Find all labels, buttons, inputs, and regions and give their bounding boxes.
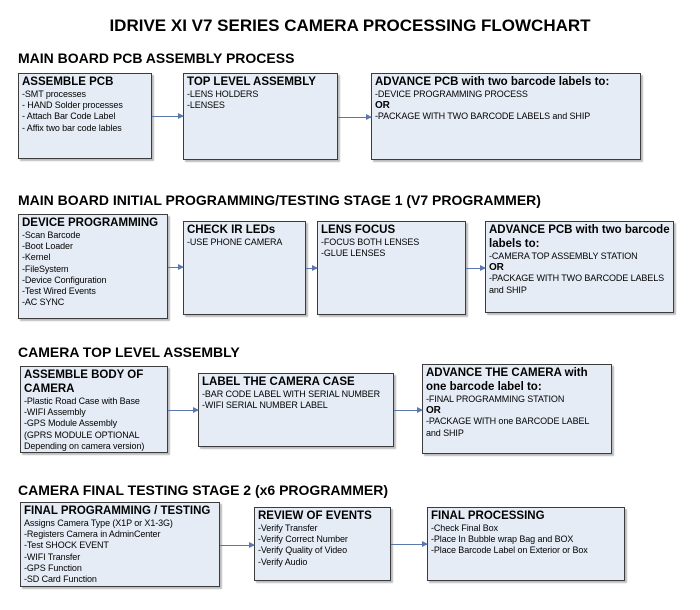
process-step: -Place Barcode Label on Exterior or Box (431, 545, 588, 556)
process-box-title: ADVANCE PCB with two barcode labels to: (489, 224, 670, 250)
process-step: and SHIP (426, 427, 464, 438)
process-step: - Attach Bar Code Label (22, 111, 116, 122)
process-step: -Place In Bubble wrap Bag and BOX (431, 534, 574, 545)
process-step: -GLUE LENSES (321, 248, 386, 259)
process-step: -FINAL PROGRAMMING STATION (426, 394, 565, 404)
process-step: -AC SYNC (22, 297, 65, 308)
process-step: - HAND Solder processes (22, 100, 123, 111)
flowchart-title: IDRIVE XI V7 SERIES CAMERA PROCESSING FL… (109, 16, 591, 35)
connector-arrow (306, 265, 318, 271)
process-box-title: FINAL PROGRAMMING / TESTING (24, 505, 211, 517)
process-step: (GPRS MODULE OPTIONAL (24, 429, 140, 440)
section-heading: CAMERA FINAL TESTING STAGE 2 (x6 PROGRAM… (18, 482, 388, 498)
process-box-title: LABEL THE CAMERA CASE (202, 376, 355, 388)
process-box-title: REVIEW OF EVENTS (258, 510, 372, 522)
process-step: and SHIP (489, 284, 527, 295)
section-heading: MAIN BOARD INITIAL PROGRAMMING/TESTING S… (18, 192, 541, 208)
process-step: -DEVICE PROGRAMMING PROCESS (375, 89, 528, 99)
process-step: -Verify Transfer (258, 523, 318, 533)
process-box-title: FINAL PROCESSING (431, 510, 545, 522)
connector-arrow (168, 264, 184, 270)
process-box-title: CHECK IR LEDs (187, 224, 276, 236)
process-step: -PACKAGE WITH one BARCODE LABEL (426, 416, 590, 427)
process-box: DEVICE PROGRAMMING-Scan Barcode-Boot Loa… (18, 214, 168, 319)
process-box-title: DEVICE PROGRAMMING (22, 217, 159, 229)
process-step: OR (375, 100, 390, 112)
connector-arrow (391, 541, 428, 547)
process-step: -USE PHONE CAMERA (187, 237, 283, 247)
connector-arrow (152, 113, 184, 119)
process-step: -Verify Correct Number (258, 534, 348, 545)
process-step: -Registers Camera in AdminCenter (24, 529, 161, 540)
process-step: -CAMERA TOP ASSEMBLY STATION (489, 251, 638, 261)
process-step: -GPS Function (24, 562, 82, 573)
process-box: CHECK IR LEDs-USE PHONE CAMERA (183, 221, 306, 315)
process-box: TOP LEVEL ASSEMBLY-LENS HOLDERS-LENSES (183, 73, 338, 160)
process-box: ADVANCE THE CAMERA with one barcode labe… (422, 364, 612, 454)
process-box-title: TOP LEVEL ASSEMBLY (187, 76, 316, 88)
process-step: -WIFI Transfer (24, 551, 81, 562)
process-step: -BAR CODE LABEL WITH SERIAL NUMBER (202, 389, 380, 399)
process-box: LABEL THE CAMERA CASE-BAR CODE LABEL WIT… (198, 373, 394, 447)
process-step: -Verify Quality of Video (258, 545, 347, 556)
process-step: -WIFI SERIAL NUMBER LABEL (202, 400, 328, 411)
process-box: ADVANCE PCB with two barcode labels to:-… (371, 73, 641, 160)
process-step: -Test SHOCK EVENT (24, 540, 109, 551)
process-box-title: LENS FOCUS (321, 224, 396, 236)
section-heading: MAIN BOARD PCB ASSEMBLY PROCESS (18, 50, 295, 66)
process-step: -Kernel (22, 252, 51, 263)
process-box: ADVANCE PCB with two barcode labels to:-… (485, 221, 674, 313)
process-step: -WIFI Assembly (24, 407, 86, 418)
process-step: -Device Configuration (22, 274, 107, 285)
connector-arrow (220, 542, 255, 548)
process-step: Assigns Camera Type (X1P or X1-3G) (24, 518, 173, 528)
process-step: -FileSystem (22, 263, 69, 274)
process-step: -FOCUS BOTH LENSES (321, 237, 420, 247)
process-step: -SD Card Function (24, 574, 97, 585)
process-step: -Plastic Road Case with Base (24, 396, 140, 406)
connector-arrow (466, 265, 486, 271)
process-step: OR (489, 262, 504, 274)
process-step: - Affix two bar code lables (22, 122, 122, 133)
process-box: FINAL PROCESSING -Check Final Box-Place … (427, 507, 625, 581)
process-box: LENS FOCUS-FOCUS BOTH LENSES-GLUE LENSES (317, 221, 466, 315)
process-step: -PACKAGE WITH TWO BARCODE LABELS and SHI… (375, 111, 591, 122)
process-step: -GPS Module Assembly (24, 418, 118, 429)
process-box-title: ASSEMBLE BODY OF CAMERA (24, 369, 144, 395)
section-heading: CAMERA TOP LEVEL ASSEMBLY (18, 344, 240, 360)
connector-arrow (338, 114, 372, 120)
process-step: -Verify Audio (258, 556, 308, 567)
process-box: ASSEMBLE PCB -SMT processes- HAND Solder… (18, 73, 152, 159)
process-step: -Boot Loader (22, 241, 73, 252)
process-step: -Scan Barcode (22, 230, 81, 240)
process-step: -LENS HOLDERS (187, 89, 259, 99)
connector-arrow (394, 407, 423, 413)
process-step: -Check Final Box (431, 523, 498, 533)
process-box: ASSEMBLE BODY OF CAMERA-Plastic Road Cas… (20, 366, 168, 453)
process-step: -PACKAGE WITH TWO BARCODE LABELS (489, 273, 664, 284)
process-step: Depending on camera version) (24, 440, 145, 451)
process-step: -SMT processes (22, 89, 86, 99)
process-step: OR (426, 405, 441, 417)
process-box-title: ADVANCE PCB with two barcode labels to: (375, 76, 610, 88)
process-box-title: ASSEMBLE PCB (22, 76, 114, 88)
connector-arrow (168, 407, 199, 413)
process-step: -Test Wired Events (22, 286, 96, 297)
process-box-title: ADVANCE THE CAMERA with one barcode labe… (426, 367, 588, 393)
process-step: -LENSES (187, 100, 225, 111)
process-box: REVIEW OF EVENTS-Verify Transfer-Verify … (254, 507, 391, 581)
